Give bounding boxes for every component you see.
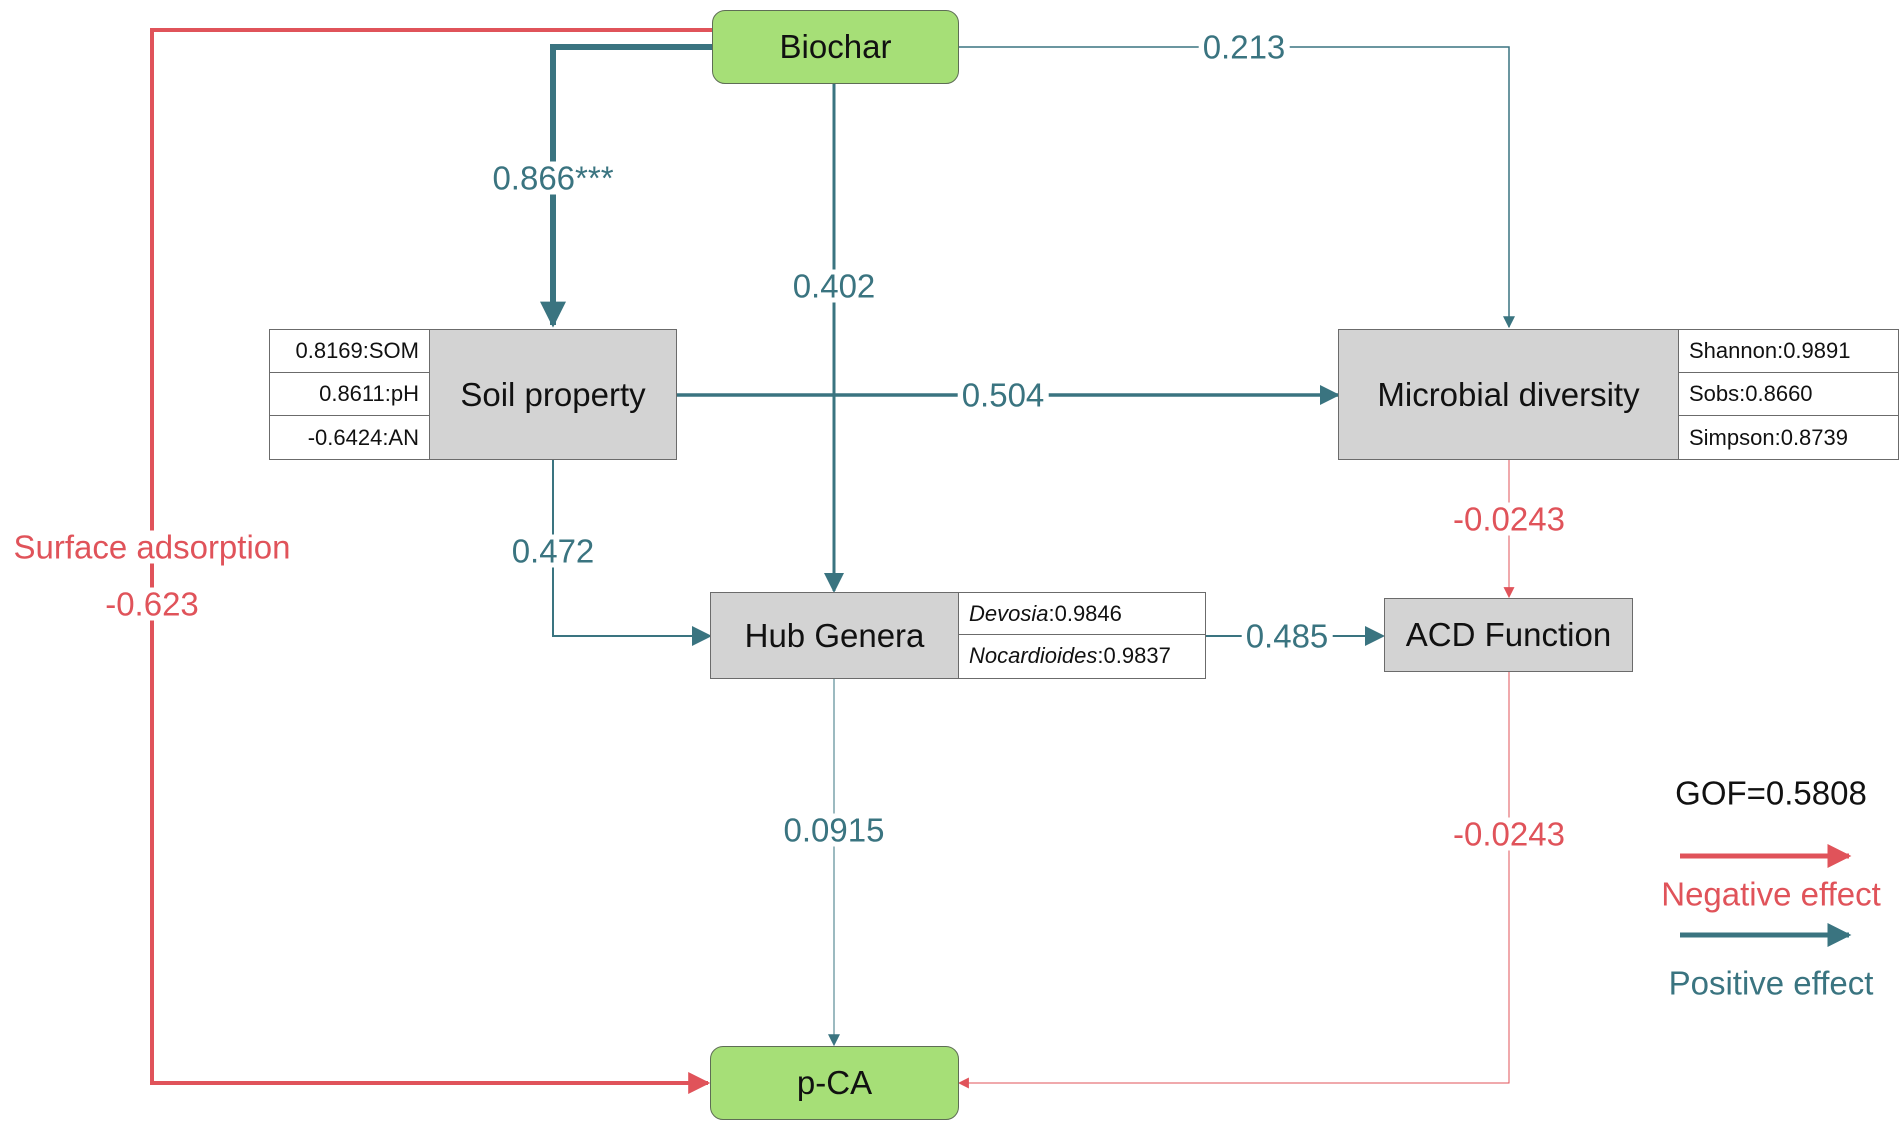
arrow-acd-pca	[957, 672, 1510, 1089]
indicator-row: 0.8169:SOM	[270, 330, 429, 373]
node-pca-label: p-CA	[796, 1064, 873, 1101]
node-acd-function-label: ACD Function	[1405, 616, 1612, 653]
node-pca: p-CA	[710, 1046, 959, 1120]
coef-hub-pca: 0.0915	[779, 813, 889, 847]
genus-name: Nocardioides	[969, 643, 1098, 668]
coef-hub-acd: 0.485	[1241, 619, 1333, 653]
coef-biochar-microbial: 0.213	[1198, 30, 1290, 64]
indicator-row: Nocardioides:0.9837	[959, 635, 1205, 677]
indicator-row: 0.8611:pH	[270, 373, 429, 416]
node-hub-genera: Hub Genera	[710, 592, 959, 679]
indicator-row: Sobs:0.8660	[1679, 373, 1898, 416]
node-microbial-diversity: Microbial diversity	[1338, 329, 1679, 460]
microbial-diversity-indicators: Shannon:0.9891 Sobs:0.8660 Simpson:0.873…	[1678, 329, 1899, 460]
node-soil-property: Soil property	[429, 329, 677, 460]
node-soil-property-label: Soil property	[460, 375, 646, 413]
arrow-soil-hub	[552, 460, 712, 646]
legend-negative-label: Negative effect	[1657, 877, 1885, 911]
node-biochar-label: Biochar	[779, 28, 892, 65]
legend-positive-label: Positive effect	[1664, 966, 1878, 1000]
node-biochar: Biochar	[712, 10, 959, 84]
indicator-row: -0.6424:AN	[307, 424, 419, 450]
indicator-row: Devosia:0.9846	[959, 593, 1205, 635]
coef-soil-hub: 0.472	[507, 534, 599, 568]
genus-name: Devosia	[969, 600, 1049, 626]
coef-biochar-pca: -0.623	[101, 587, 203, 621]
arrow-biochar-soil	[540, 44, 712, 328]
path-name-surface-adsorption: Surface adsorption	[9, 530, 295, 564]
genus-value: :0.9846	[1048, 600, 1122, 626]
coef-biochar-soil: 0.866***	[488, 161, 618, 195]
node-microbial-diversity-label: Microbial diversity	[1377, 375, 1640, 413]
soil-property-indicators: 0.8169:SOM 0.8611:pH -0.6424:AN	[269, 329, 430, 460]
coef-microbial-acd: -0.0243	[1449, 502, 1569, 536]
coef-biochar-hub: 0.402	[788, 269, 880, 303]
legend-gof: GOF=0.5808	[1671, 776, 1871, 810]
hub-genera-indicators: Devosia:0.9846 Nocardioides:0.9837	[958, 592, 1206, 679]
indicator-row: Simpson:0.8739	[1689, 424, 1848, 450]
genus-value: :0.9837	[1097, 643, 1171, 668]
node-hub-genera-label: Hub Genera	[744, 616, 925, 654]
node-acd-function: ACD Function	[1384, 598, 1633, 672]
coef-soil-microbial: 0.504	[957, 378, 1049, 412]
coef-acd-pca: -0.0243	[1449, 817, 1569, 851]
arrow-biochar-microbial	[958, 46, 1515, 329]
indicator-row: Shannon:0.9891	[1679, 330, 1898, 373]
